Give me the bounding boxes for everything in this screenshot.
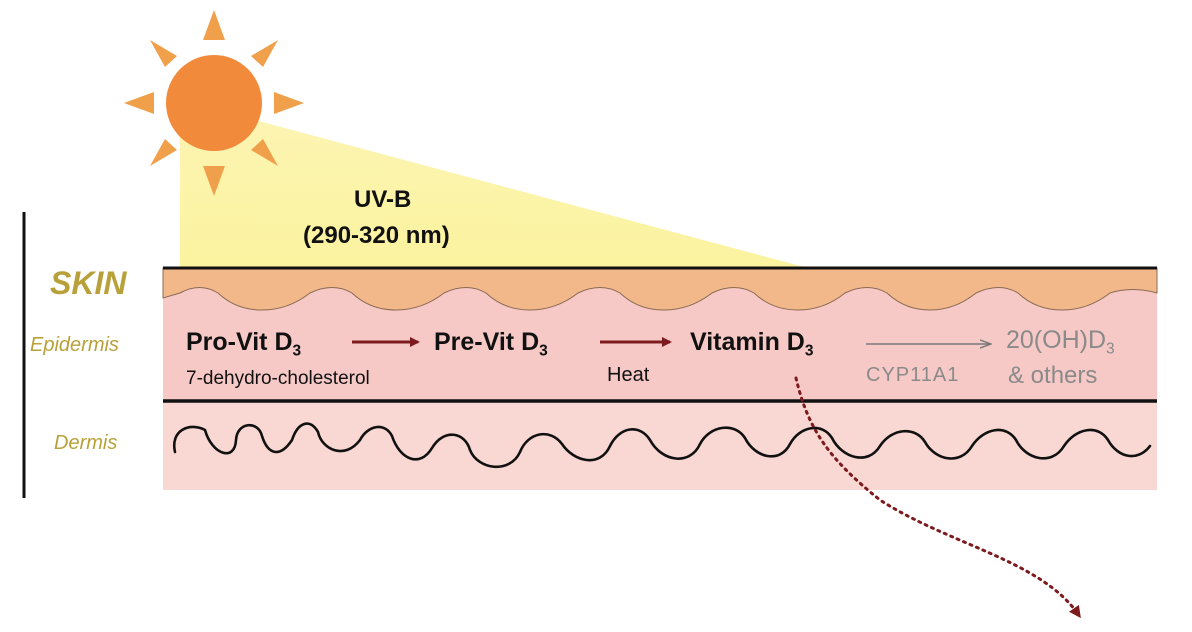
dehydrocholesterol-label: 7-dehydro-cholesterol	[186, 368, 370, 389]
circulation-dotted-arrow	[794, 376, 1081, 619]
dermis-capillary-line	[172, 422, 1152, 469]
skin-label: SKIN	[50, 265, 127, 301]
sun-icon	[124, 10, 304, 196]
others-label: & others	[1008, 362, 1098, 389]
dermis-layer	[163, 402, 1157, 490]
epidermis-surface	[162, 267, 1158, 311]
pro-vit-d3-label: Pro-Vit D3	[186, 328, 302, 360]
heat-label: Heat	[607, 364, 650, 386]
epidermis-label: Epidermis	[30, 334, 119, 356]
pre-vit-d3-label: Pre-Vit D3	[434, 328, 548, 360]
vitamin-d3-label: Vitamin D3	[690, 328, 814, 360]
dermis-label: Dermis	[54, 432, 118, 454]
uv-b-title: UV-B	[354, 186, 412, 213]
cyp11a1-label: CYP11A1	[866, 364, 960, 386]
uv-beam	[180, 100, 808, 268]
uv-b-range: (290-320 nm)	[303, 222, 450, 249]
oh-d3-label: 20(OH)D3	[1006, 326, 1115, 358]
